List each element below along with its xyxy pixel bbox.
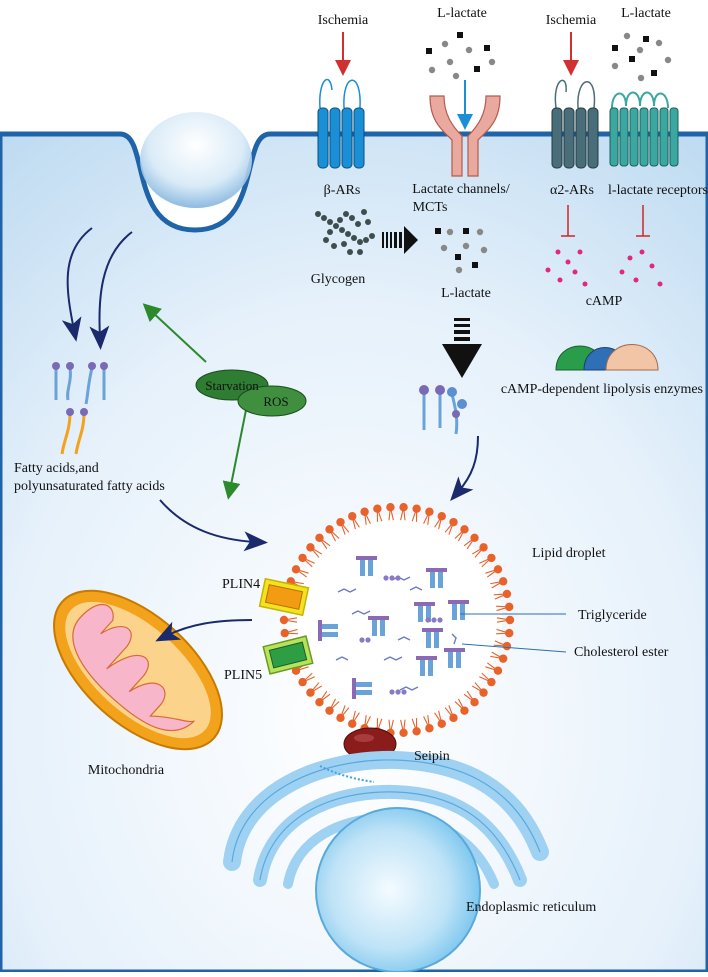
label-ischemia-2: Ischemia xyxy=(546,13,597,28)
label-er: Endoplasmic reticulum xyxy=(466,900,596,915)
llactate-particles-2 xyxy=(612,33,671,81)
label-alpha2-ars: α2-ARs xyxy=(550,183,594,198)
label-beta-ars: β-ARs xyxy=(324,183,361,198)
label-fatty-acids-2: polyunsaturated fatty acids xyxy=(14,479,165,494)
label-lipid-droplet: Lipid droplet xyxy=(532,546,606,561)
label-mitochondria: Mitochondria xyxy=(88,763,165,778)
label-llactate-1: L-lactate xyxy=(437,6,487,21)
label-lactate-channels-1: Lactate channels/ xyxy=(412,182,510,197)
label-starvation: Starvation xyxy=(205,378,259,393)
label-llactate-receptors: l-lactate receptors xyxy=(608,183,708,198)
label-cholesterol-ester: Cholesterol ester xyxy=(574,645,669,660)
label-plin4: PLIN4 xyxy=(222,577,260,592)
label-camp: cAMP xyxy=(586,294,623,309)
label-lactate-channels-2: MCTs xyxy=(413,200,448,215)
label-llactate-2: L-lactate xyxy=(621,6,671,21)
label-ischemia-1: Ischemia xyxy=(318,13,369,28)
label-glycogen: Glycogen xyxy=(311,272,365,287)
label-triglyceride: Triglyceride xyxy=(578,608,647,623)
llactate-receptor xyxy=(610,93,678,167)
label-seipin: Seipin xyxy=(414,749,450,764)
label-ros: ROS xyxy=(263,394,288,409)
pit-vesicle xyxy=(140,112,252,208)
label-llactate-mid: L-lactate xyxy=(441,286,491,301)
label-plin5: PLIN5 xyxy=(224,668,262,683)
llactate-particles-1 xyxy=(426,32,495,79)
label-fatty-acids-1: Fatty acids,and xyxy=(14,461,99,476)
label-camp-enzymes: cAMP-dependent lipolysis enzymes xyxy=(501,382,703,397)
camp-enzymes-icon xyxy=(556,345,658,371)
